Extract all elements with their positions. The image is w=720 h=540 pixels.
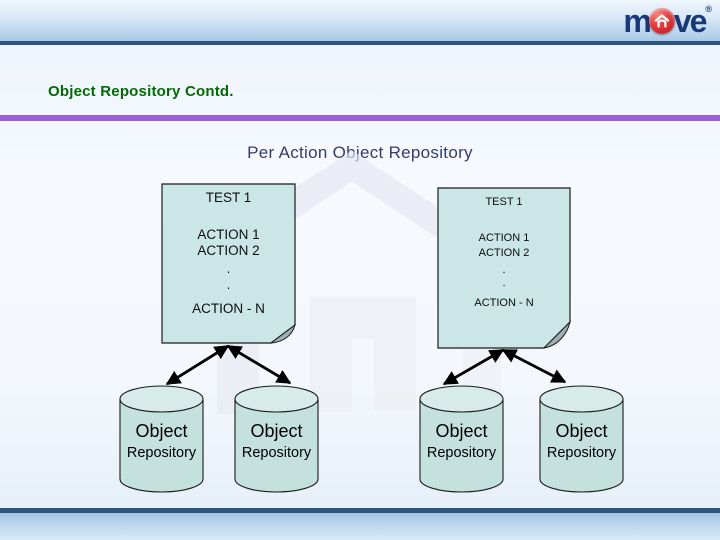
- doc1-ellipsis-dot: .: [226, 277, 231, 292]
- title-underline: [0, 115, 720, 121]
- doc1-action-1: ACTION 1: [197, 227, 260, 242]
- connector-arrows: [165, 344, 567, 386]
- folded-corner: [269, 323, 296, 344]
- doc2-action-2: ACTION 2: [478, 247, 530, 259]
- cylinder2-label-repository: Repository: [241, 445, 312, 461]
- doc1-title: TEST 1: [205, 190, 252, 205]
- page-title: Object Repository Contd.: [48, 83, 234, 100]
- header-divider: [0, 41, 720, 45]
- doc2-action-n: ACTION - N: [474, 297, 534, 309]
- doc2-ellipsis-dot: .: [502, 277, 506, 289]
- cylinder-shape-3: [419, 385, 504, 493]
- cylinder1-label-repository: Repository: [126, 445, 197, 461]
- registered-mark: ®: [705, 4, 712, 14]
- cylinder-shape-2: [234, 385, 319, 493]
- header-bar: [0, 0, 720, 41]
- cylinder1-label-object: Object: [135, 421, 188, 441]
- house-icon-glyph: [654, 14, 669, 28]
- doc2-action-1: ACTION 1: [478, 232, 530, 244]
- logo-letters-ve: ve: [673, 3, 708, 39]
- cylinder4-label-repository: Repository: [546, 445, 617, 461]
- move-logo: m ve ®: [623, 3, 712, 39]
- document-shape-left: [161, 183, 296, 344]
- cylinder2-label-object: Object: [250, 421, 303, 441]
- doc1-ellipsis-dot: .: [226, 261, 231, 276]
- doc1-action-2: ACTION 2: [197, 243, 260, 258]
- doc2-title: TEST 1: [485, 196, 523, 208]
- diagram-subtitle: Per Action Object Repository: [247, 143, 473, 162]
- logo-letter-m: m: [623, 3, 651, 39]
- folded-corner: [542, 320, 571, 349]
- document-shape-right: [437, 187, 571, 349]
- cylinder3-label-object: Object: [435, 421, 488, 441]
- cylinder-shape-4: [539, 385, 624, 493]
- footer-bar: [0, 513, 720, 540]
- house-icon: [648, 8, 675, 34]
- cylinder-shape-1: [119, 385, 204, 493]
- cylinder4-label-object: Object: [555, 421, 608, 441]
- doc2-ellipsis-dot: .: [502, 264, 506, 276]
- footer-divider: [0, 508, 720, 513]
- cylinder3-label-repository: Repository: [426, 445, 497, 461]
- doc1-action-n: ACTION - N: [192, 301, 265, 316]
